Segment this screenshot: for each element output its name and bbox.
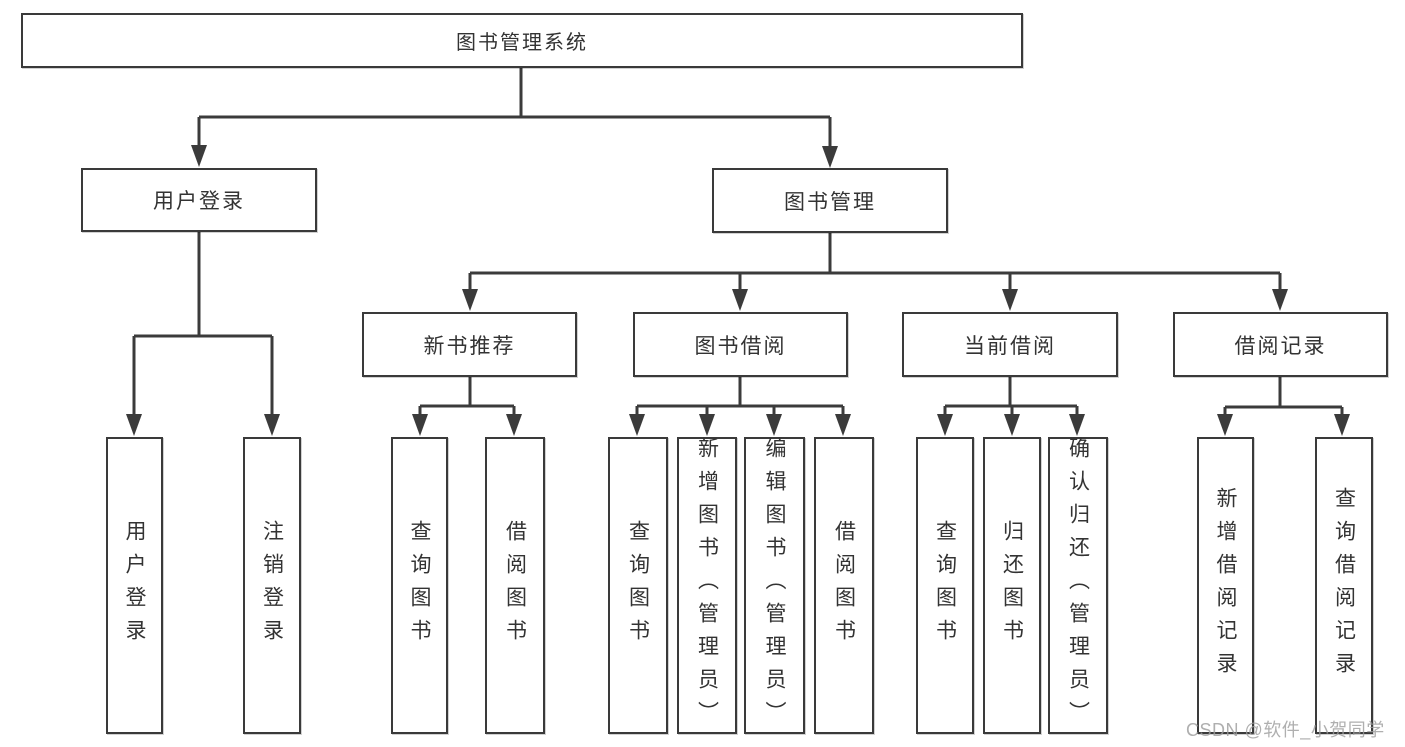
- leaf-label: 查询借阅记录: [1332, 486, 1356, 685]
- leaf-label: 新增图书（管理员）: [695, 437, 719, 734]
- leaf-label: 确认归还（管理员）: [1066, 437, 1090, 734]
- node-book-borrow: 图书借阅: [633, 312, 848, 377]
- leaf-label: 查询图书: [626, 519, 650, 652]
- node-current-borrow: 当前借阅: [902, 312, 1118, 377]
- connector-segments: [132, 68, 1344, 421]
- leaf-label: 借阅图书: [503, 519, 527, 652]
- leaf-user-login: 用户登录: [106, 437, 163, 734]
- node-user-login: 用户登录: [81, 168, 317, 232]
- leaf-records-add-record: 新增借阅记录: [1197, 437, 1254, 734]
- node-label: 借阅记录: [1234, 334, 1327, 358]
- leaf-label: 查询图书: [408, 519, 431, 652]
- leaf-label: 新增借阅记录: [1214, 486, 1237, 685]
- leaf-borrow-query-books: 查询图书: [608, 437, 668, 734]
- node-library-system: 图书管理系统: [21, 13, 1023, 68]
- leaf-records-query-record: 查询借阅记录: [1315, 437, 1373, 734]
- node-label: 图书管理系统: [456, 32, 588, 54]
- leaf-label: 编辑图书（管理员）: [763, 437, 786, 734]
- leaf-current-query-books: 查询图书: [916, 437, 974, 734]
- leaf-current-confirm-return-admin: 确认归还（管理员）: [1048, 437, 1108, 734]
- leaf-borrow-add-books-admin: 新增图书（管理员）: [677, 437, 737, 734]
- leaf-label: 用户登录: [123, 519, 146, 652]
- watermark: CSDN @软件_小贺同学: [1186, 720, 1385, 740]
- leaf-borrow-edit-books-admin: 编辑图书（管理员）: [744, 437, 805, 734]
- leaf-label: 借阅图书: [832, 519, 856, 652]
- leaf-newbook-query-books: 查询图书: [391, 437, 448, 734]
- node-new-book-recommend: 新书推荐: [362, 312, 577, 377]
- leaf-current-return-books: 归还图书: [983, 437, 1041, 734]
- leaf-newbook-borrow-books: 借阅图书: [485, 437, 545, 734]
- node-book-management: 图书管理: [712, 168, 948, 233]
- node-borrow-records: 借阅记录: [1173, 312, 1388, 377]
- node-label: 图书借阅: [694, 334, 787, 358]
- node-label: 当前借阅: [964, 334, 1056, 358]
- arrow-down-icons: [126, 145, 1350, 436]
- leaf-logout: 注销登录: [243, 437, 301, 734]
- leaf-label: 归还图书: [1000, 519, 1024, 652]
- leaf-label: 查询图书: [933, 519, 957, 652]
- node-label: 用户登录: [153, 190, 245, 213]
- node-label: 新书推荐: [423, 334, 516, 358]
- leaf-borrow-borrow-books: 借阅图书: [814, 437, 874, 734]
- leaf-label: 注销登录: [260, 519, 284, 652]
- node-label: 图书管理: [784, 190, 876, 214]
